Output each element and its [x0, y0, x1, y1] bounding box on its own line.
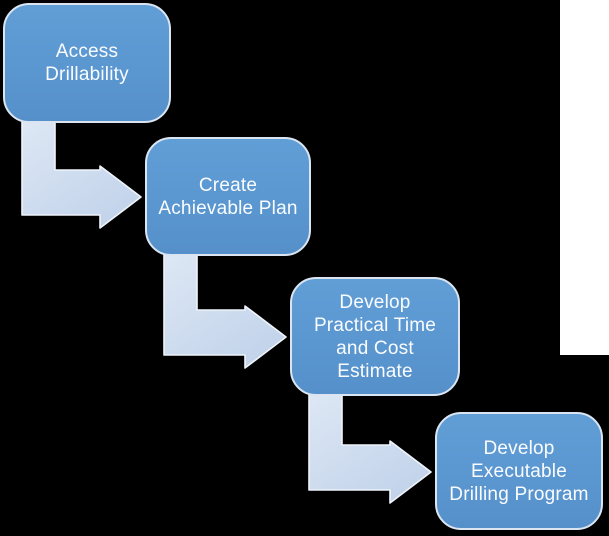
- flow-step-develop-drilling-program: Develop Executable Drilling Program: [435, 412, 603, 530]
- flow-step-label: Develop Executable Drilling Program: [449, 437, 589, 505]
- flow-step-label: Access Drillability: [45, 41, 129, 85]
- flow-step-create-achievable-plan: Create Achievable Plan: [145, 137, 311, 256]
- flow-step-label: Develop Practical Time and Cost Estimate: [313, 291, 437, 382]
- white-page-strip: [560, 0, 609, 355]
- flow-step-access-drillability: Access Drillability: [3, 3, 171, 123]
- elbow-arrow-1-icon: [21, 117, 142, 229]
- flow-step-develop-time-cost-estimate: Develop Practical Time and Cost Estimate: [290, 277, 460, 396]
- flow-step-label: Create Achievable Plan: [158, 174, 298, 219]
- elbow-arrow-3-icon: [308, 389, 432, 504]
- elbow-arrow-2-icon: [163, 249, 287, 369]
